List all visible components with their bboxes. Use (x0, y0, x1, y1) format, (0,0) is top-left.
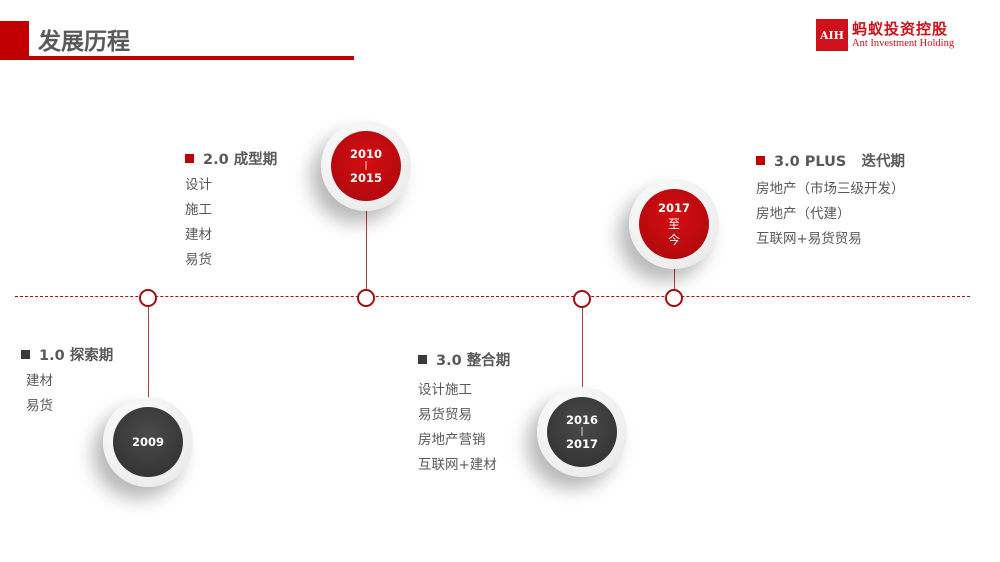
title-accent-block (0, 21, 29, 60)
connector-2016 (582, 307, 583, 392)
timeline-node-2010 (357, 289, 375, 307)
year-separator: | (364, 161, 368, 171)
phase-heading: 3.0 PLUS 迭代期 (756, 150, 905, 171)
connector-2017 (674, 262, 675, 290)
timeline-node-2016 (573, 290, 591, 308)
year-label: 2017 (565, 437, 598, 451)
year-separator: | (580, 427, 584, 437)
list-item: 互联网+易货贸易 (756, 231, 862, 247)
phase-3plus-block: 3.0 PLUS 迭代期 房地产（市场三级开发） 房地产（代建） 互联网+易货贸… (756, 150, 905, 252)
connector-2009 (148, 307, 149, 402)
phase-title: 3.0 整合期 (436, 353, 511, 369)
phase-title: 2.0 成型期 (203, 152, 278, 168)
phase-3-block: 3.0 整合期 设计施工 易货贸易 房地产营销 互联网+建材 (418, 349, 510, 478)
year-label: 2016 (565, 413, 598, 427)
year-label: 2010 (349, 147, 382, 161)
year-badge-2010-2015: 2010|2015 (321, 121, 411, 211)
list-item: 施工 (185, 202, 212, 218)
square-bullet-icon (756, 156, 765, 165)
list-item: 易货 (26, 398, 53, 414)
list-item: 房地产营销 (418, 432, 486, 448)
list-item: 易货 (185, 252, 212, 268)
title-underline (29, 56, 354, 60)
phase-title: 1.0 探索期 (39, 348, 114, 364)
list-item: 互联网+建材 (418, 457, 497, 473)
logo-name-en: Ant Investment Holding (852, 38, 955, 49)
page-title: 发展历程 (38, 29, 130, 55)
logo-name-cn: 蚂蚁投资控股 (852, 20, 949, 38)
list-item: 设计 (185, 177, 212, 193)
phase-heading: 2.0 成型期 (185, 148, 277, 169)
year-badge-2017-now: 2017 至今 (629, 179, 719, 269)
phase-title: 3.0 PLUS 迭代期 (774, 154, 905, 170)
list-item: 建材 (26, 373, 53, 389)
square-bullet-icon (21, 350, 30, 359)
year-label: 2017 (657, 201, 690, 215)
connector-2010 (366, 205, 367, 290)
year-label: 2015 (349, 171, 382, 185)
phase-2-block: 2.0 成型期 设计 施工 建材 易货 (185, 148, 277, 273)
square-bullet-icon (185, 154, 194, 163)
logo-mark: AIH (816, 19, 848, 51)
list-item: 设计施工 (418, 382, 472, 398)
year-separator: 至 (667, 217, 680, 231)
phase-heading: 1.0 探索期 (21, 344, 113, 365)
list-item: 房地产（市场三级开发） (756, 181, 905, 197)
year-label: 2009 (131, 435, 164, 449)
year-badge-2016-2017: 2016|2017 (537, 387, 627, 477)
timeline-node-2009 (139, 289, 157, 307)
timeline-node-2017 (665, 289, 683, 307)
phase-1-block: 1.0 探索期 建材 易货 (21, 344, 113, 419)
list-item: 房地产（代建） (756, 206, 851, 222)
year-badge-2009: 2009 (103, 397, 193, 487)
list-item: 建材 (185, 227, 212, 243)
square-bullet-icon (418, 355, 427, 364)
phase-heading: 3.0 整合期 (418, 349, 510, 370)
timeline-axis (15, 296, 970, 297)
list-item: 易货贸易 (418, 407, 472, 423)
year-label: 今 (667, 233, 680, 247)
